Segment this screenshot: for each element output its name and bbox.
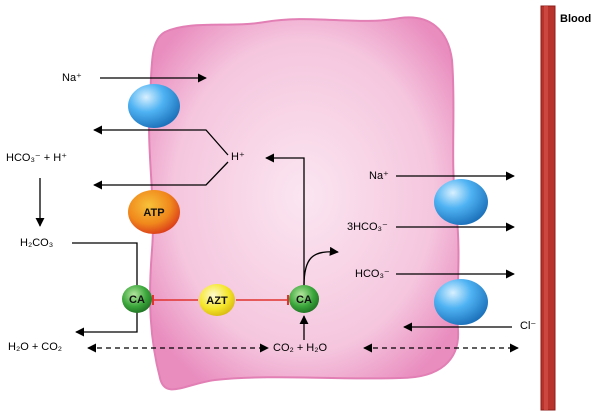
atp-pump: [128, 190, 180, 234]
ca-left-label: CA: [129, 294, 145, 306]
h2o-co2-left-label: H₂O + CO₂: [8, 341, 63, 353]
blood-label: Blood: [560, 13, 592, 25]
co2-h2o-center-label: CO₂ + H₂O: [273, 342, 328, 354]
hco3-right-label: HCO₃⁻: [355, 268, 390, 280]
na-right-label: Na⁺: [369, 170, 389, 182]
ca-to-h2o-arrow: [75, 312, 138, 337]
transporter-na-left: [128, 84, 180, 128]
atp-label: ATP: [143, 207, 164, 219]
hco3-h-label: HCO₃⁻ + H⁺: [6, 152, 68, 164]
na-left-label: Na⁺: [62, 72, 82, 84]
transporter-na-right: [434, 179, 488, 225]
ca-left-node: [122, 285, 152, 313]
h-out-arrow-lower: [93, 161, 229, 190]
ca-to-h-arrow: [265, 153, 305, 286]
h2co3-to-ca-line: [72, 242, 138, 287]
h-out-arrow-upper: [93, 125, 229, 156]
azt-label: AZT: [206, 295, 228, 307]
h-plus-center-label: H⁺: [231, 151, 245, 163]
h2co3-label: H₂CO₃: [20, 237, 54, 249]
cl-right-label: Cl⁻: [520, 320, 537, 332]
hco3x3-right-label: 3HCO₃⁻: [347, 221, 388, 233]
azt-node: [199, 284, 235, 316]
ca-to-hco3-curve: [303, 246, 339, 287]
ca-right-node: [289, 285, 319, 313]
ca-right-label: CA: [296, 294, 312, 306]
transporter-cl-right: [434, 279, 488, 325]
